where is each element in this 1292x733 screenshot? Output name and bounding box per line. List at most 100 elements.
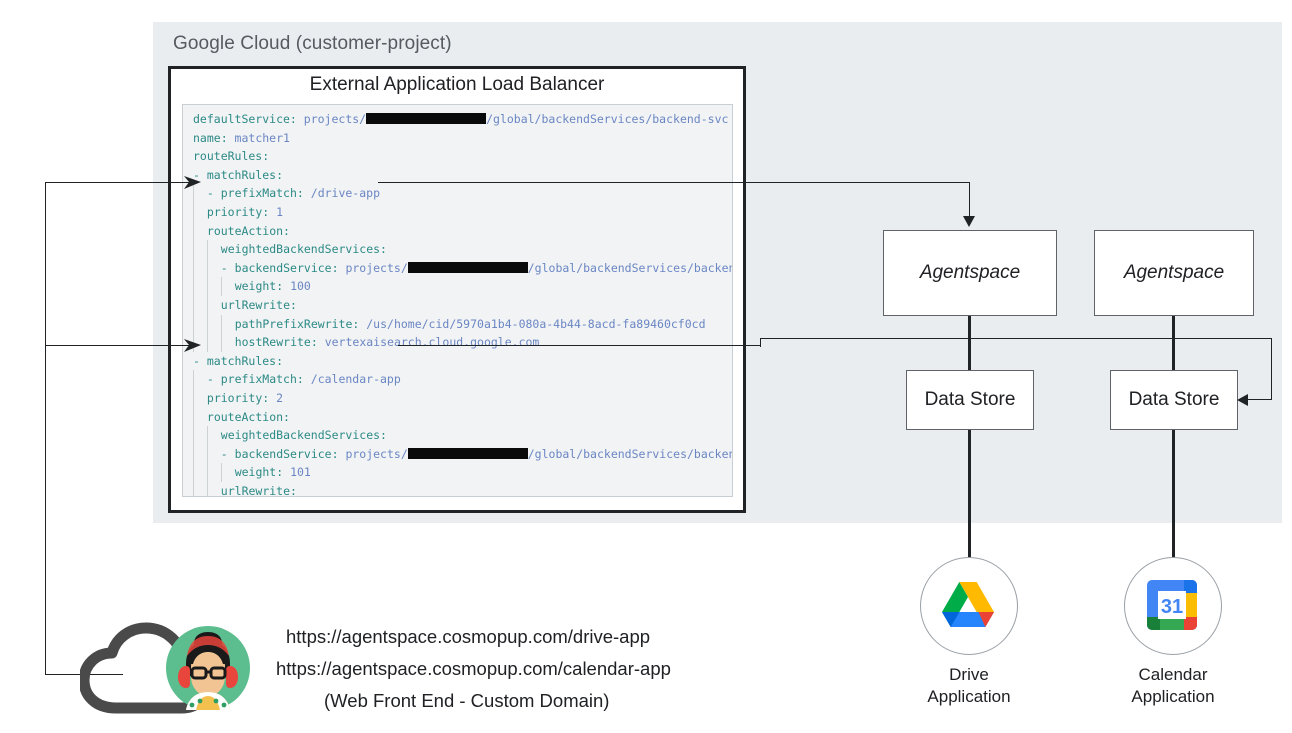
indent-guide <box>220 333 222 352</box>
drive-rule-arrowhead-icon <box>184 176 201 189</box>
code-text: routeRules: <box>193 149 270 164</box>
client-to-drive-rule-vertical <box>45 182 47 675</box>
indent-guide <box>193 481 194 496</box>
code-text: weightedBackendServices: <box>220 428 387 443</box>
indent-guide <box>193 314 194 334</box>
code-text: weight: 101 <box>234 465 311 480</box>
route-calendar-step <box>760 339 762 347</box>
connector-datastore-drive-to-drive-app <box>968 430 972 558</box>
data-store-calendar-box[interactable]: Data Store <box>1110 370 1238 430</box>
route-drive-arrowhead-icon <box>963 216 975 227</box>
indent-guide <box>206 240 208 259</box>
code-line: pathPrefixRewrite: /us/home/cid/5970a1b4… <box>187 314 732 334</box>
indent-guide <box>206 258 208 278</box>
route-calendar-vertical <box>1271 338 1273 400</box>
code-line: weight: 100 <box>187 277 732 296</box>
code-text: hostRewrite: vertexaisearch.cloud.google… <box>234 335 540 350</box>
code-text: routeAction: <box>206 223 290 238</box>
code-line: routeAction: <box>187 407 732 427</box>
indent-guide <box>193 426 194 445</box>
data-store-drive-box[interactable]: Data Store <box>906 370 1034 430</box>
indent-guide <box>193 184 194 203</box>
code-text: - backendService: projects//global/backe… <box>220 260 733 275</box>
code-line: urlRewrite: <box>187 295 732 315</box>
indent-guide <box>193 388 194 408</box>
code-line: priority: 1 <box>187 202 732 222</box>
connector-agentspace-drive-to-datastore <box>968 316 972 370</box>
url-calendar-app: https://agentspace.cosmopup.com/calendar… <box>276 658 671 679</box>
indent-guide <box>206 426 208 445</box>
code-line: weightedBackendServices: <box>187 240 732 259</box>
redacted-project-id <box>366 113 487 124</box>
code-line: - prefixMatch: /drive-app <box>187 184 732 203</box>
code-line: - prefixMatch: /calendar-app <box>187 370 732 389</box>
code-text: defaultService: projects//global/backend… <box>193 112 729 126</box>
code-text: pathPrefixRewrite: /us/home/cid/5970a1b4… <box>234 316 706 331</box>
web-front-end-caption: (Web Front End - Custom Domain) <box>324 690 610 711</box>
drive-app-label-line2: Application <box>927 687 1011 706</box>
code-line: name: matcher1 <box>187 129 732 148</box>
calendar-day-number: 31 <box>1161 596 1183 618</box>
drive-app-label: Drive Application <box>884 664 1054 708</box>
code-line: weightedBackendServices: <box>187 426 732 445</box>
code-text: routeAction: <box>206 409 290 424</box>
code-line: defaultService: projects//global/backend… <box>187 110 732 129</box>
indent-guide <box>193 240 194 259</box>
code-line: weight: 101 <box>187 463 732 482</box>
code-text: - matchRules: <box>193 353 284 368</box>
google-drive-icon <box>942 582 994 627</box>
load-balancer-title: External Application Load Balancer <box>309 74 605 95</box>
indent-guide <box>206 277 208 296</box>
code-line: priority: 2 <box>187 388 732 408</box>
calendar-rule-arrowhead-icon <box>184 339 201 352</box>
indent-guide <box>193 202 194 222</box>
redacted-project-id <box>407 447 528 459</box>
code-text: - backendService: projects//global/backe… <box>220 446 733 461</box>
google-cloud-panel-title: Google Cloud (customer-project) <box>173 33 452 54</box>
indent-guide <box>220 314 222 334</box>
route-calendar-horizontal-b <box>760 338 1272 340</box>
route-drive-vertical <box>969 182 971 218</box>
indent-guide <box>193 370 194 389</box>
url-map-yaml-code-block: defaultService: projects//global/backend… <box>182 104 733 497</box>
code-line: routeAction: <box>187 221 732 241</box>
drive-app-label-line1: Drive <box>949 665 989 684</box>
code-line: routeRules: <box>187 147 732 166</box>
google-calendar-icon: 31 <box>1147 580 1197 630</box>
code-line: - matchRules: <box>187 352 732 371</box>
indent-guide <box>206 314 208 334</box>
client-to-calendar-rule-horizontal <box>45 345 197 347</box>
indent-guide <box>220 277 222 296</box>
indent-guide <box>193 444 194 464</box>
code-text: urlRewrite: <box>220 297 297 312</box>
indent-guide <box>193 258 194 278</box>
client-to-drive-rule-horizontal <box>45 182 197 184</box>
url-drive-app: https://agentspace.cosmopup.com/drive-ap… <box>286 626 651 647</box>
indent-guide <box>206 463 208 482</box>
indent-guide <box>206 481 208 496</box>
drive-app-circle[interactable] <box>920 557 1018 655</box>
calendar-app-label-line2: Application <box>1131 687 1215 706</box>
connector-agentspace-calendar-to-datastore <box>1172 316 1176 370</box>
code-text: urlRewrite: <box>220 483 297 497</box>
code-line: - matchRules: <box>187 166 732 185</box>
agentspace-drive-box[interactable]: Agentspace <box>883 230 1057 316</box>
indent-guide <box>206 333 208 352</box>
route-calendar-horizontal-a <box>398 345 761 347</box>
connector-datastore-calendar-to-calendar-app <box>1172 430 1176 558</box>
indent-guide <box>193 463 194 482</box>
route-calendar-arrowhead-icon <box>1237 394 1248 406</box>
route-drive-horizontal <box>378 182 970 184</box>
redacted-project-id <box>407 261 528 273</box>
agentspace-calendar-box[interactable]: Agentspace <box>1094 230 1254 316</box>
code-text: - matchRules: <box>193 167 284 182</box>
code-text: priority: 2 <box>206 390 284 405</box>
code-text: weightedBackendServices: <box>220 242 387 257</box>
diagram-title: Agentspace custom domain routing archite… <box>0 0 1 1</box>
code-text: weight: 100 <box>234 279 311 294</box>
code-line: - backendService: projects//global/backe… <box>187 444 733 464</box>
calendar-app-label-line1: Calendar <box>1138 665 1208 684</box>
indent-guide <box>193 407 194 427</box>
user-avatar-icon <box>166 626 250 710</box>
